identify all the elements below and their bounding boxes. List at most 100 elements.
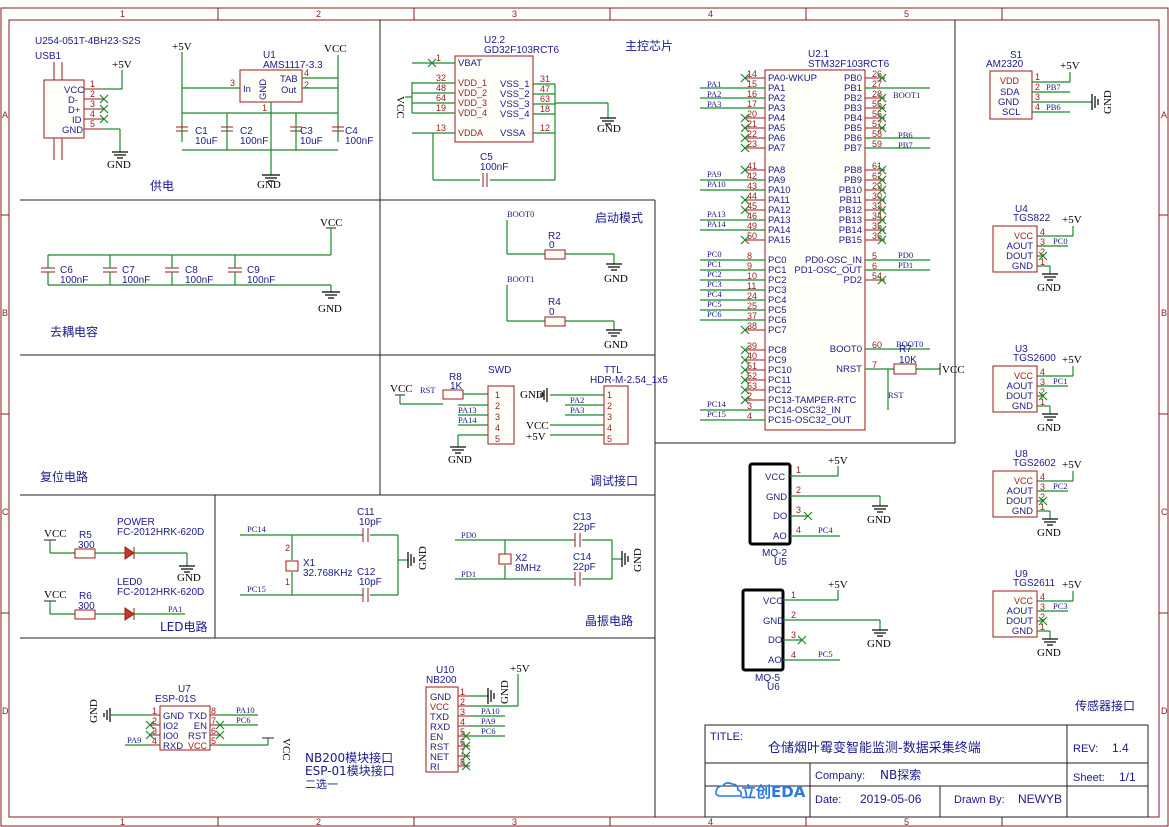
net-label: PA3 xyxy=(570,405,584,415)
c13-ref: C13 xyxy=(573,512,592,523)
u21-pin-num: 2 xyxy=(747,391,752,401)
inner-frame xyxy=(8,19,1160,818)
c4-ref: C4 xyxy=(345,126,358,137)
u21-pin-name: PC11 xyxy=(768,375,791,386)
led0-ref: LED0 xyxy=(117,577,142,588)
net-label-gnd: GND xyxy=(632,548,644,572)
row-label: D xyxy=(1161,706,1168,716)
tgs-pin-name: AOUT xyxy=(1007,606,1034,617)
net-label: PA14 xyxy=(707,219,726,229)
net-label: PC1 xyxy=(707,259,722,269)
u21-pin-num: 55 xyxy=(872,99,882,109)
c7-value: 100nF xyxy=(122,275,150,286)
net-label: PC3 xyxy=(1053,601,1068,611)
u22-value: GD32F103RCT6 xyxy=(484,45,559,56)
u7-pin-num: 6 xyxy=(211,726,216,736)
net-label-gnd: GND xyxy=(1037,647,1061,659)
usb-value: U254-051T-4BH23-S2S xyxy=(35,36,141,47)
net-label-5v: +5V xyxy=(828,579,848,591)
no-connect-icon xyxy=(1038,496,1048,506)
c5-ref: C5 xyxy=(480,152,493,163)
u21-pin-num: 56 xyxy=(872,109,882,119)
c2-ref: C2 xyxy=(240,126,253,137)
mq2-pin-num: 4 xyxy=(796,525,801,535)
x1-ref: X1 xyxy=(303,558,316,569)
mq5-pin-num: 1 xyxy=(791,590,796,600)
u21-pin-name: PC12 xyxy=(768,385,792,396)
usb-pin-label: D- xyxy=(68,95,78,106)
c8-value: 100nF xyxy=(185,275,213,286)
u22-pin-num: 18 xyxy=(540,104,550,114)
net-label-5v: +5V xyxy=(510,663,530,675)
x1-pin: 2 xyxy=(285,543,290,553)
net-label-5v: +5V xyxy=(172,41,192,53)
tgs-ref: U9 xyxy=(1015,569,1028,580)
mq5-pin: DO xyxy=(768,635,782,646)
no-connect-icon xyxy=(740,325,750,335)
u21-pin-num: 10 xyxy=(747,271,757,281)
net-label-5v: +5V xyxy=(1062,354,1082,366)
net-label: PA9 xyxy=(127,735,141,745)
u1-value: AMS1117-3.3 xyxy=(263,60,323,71)
usb-pin-label: GND xyxy=(62,125,83,136)
outer-frame xyxy=(0,7,1169,827)
net-label: PA14 xyxy=(458,415,477,425)
u21-pin-num: 59 xyxy=(872,139,882,149)
u10-pin-name: GND xyxy=(430,692,451,703)
section-title-esp01: ESP-01模块接口 xyxy=(305,763,395,778)
net-label-5v: +5V xyxy=(1062,459,1082,471)
title-text: 仓储烟叶霉变智能监测-数据采集终端 xyxy=(768,740,981,756)
usb-pin-label: D+ xyxy=(68,105,81,116)
net-label: PC15 xyxy=(707,409,726,419)
row-label: A xyxy=(2,110,8,120)
s1-pin: SCL xyxy=(1002,107,1020,118)
net-label: PA13 xyxy=(458,405,477,415)
net-label-vcc: VCC xyxy=(526,420,549,432)
u21-pin-num: 23 xyxy=(747,139,757,149)
u7-pin-name: IO0 xyxy=(163,731,178,742)
no-connect-icon xyxy=(740,165,750,175)
u21-pin-num: 7 xyxy=(872,360,877,370)
u21-pin-name: PA14 xyxy=(768,225,791,236)
col-label: 4 xyxy=(708,817,713,827)
tgs-ref: U4 xyxy=(1015,204,1028,215)
r4-value: 0 xyxy=(549,307,555,318)
net-label: PA9 xyxy=(481,716,495,726)
u7-pin-name: VCC xyxy=(188,741,208,751)
swd-pin-num: 1 xyxy=(495,390,500,400)
net-label: PC14 xyxy=(707,399,727,409)
mq5-value: MQ-5 xyxy=(755,673,780,684)
net-label-5v: +5V xyxy=(112,59,132,71)
net-label-gnd: GND xyxy=(448,454,472,466)
c6-ref: C6 xyxy=(60,265,73,276)
u21-pin-num: 52 xyxy=(747,371,757,381)
u22-pin-name: VSS_3 xyxy=(500,99,530,110)
tgs-pin-name: VCC xyxy=(1014,476,1034,486)
u21-pin-name: PC6 xyxy=(768,315,786,326)
net-label: PC1 xyxy=(1053,376,1068,386)
tgs-ref: U3 xyxy=(1015,344,1028,355)
no-connect-icon xyxy=(877,195,887,205)
no-connect-icon xyxy=(877,123,887,133)
row-label: A xyxy=(1161,110,1167,120)
row-label: C xyxy=(2,507,9,517)
net-label: PD0 xyxy=(461,530,476,540)
c12-ref: C12 xyxy=(357,567,376,578)
s1-pin-num: 2 xyxy=(1035,82,1040,92)
u21-pin-name: PA7 xyxy=(768,143,785,154)
rev-label: REV: xyxy=(1073,743,1098,755)
u7-pin-num: 7 xyxy=(211,716,216,726)
u22-pin-name: VDD_2 xyxy=(458,88,487,98)
u7-pin-name: RXD xyxy=(163,741,183,752)
u21-pin-name: PC5 xyxy=(768,305,786,316)
c8-ref: C8 xyxy=(185,265,198,276)
tgs-pin-name: AOUT xyxy=(1007,486,1034,497)
u21-pin-name: PB15 xyxy=(839,235,862,246)
no-connect-icon xyxy=(740,73,750,83)
u1-pin-num: 1 xyxy=(262,103,267,113)
